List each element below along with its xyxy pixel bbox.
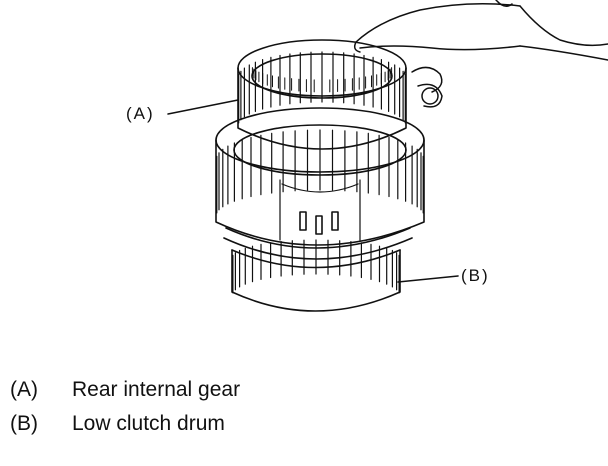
gear-assembly-illustration — [167, 0, 608, 312]
rear-internal-gear — [237, 39, 407, 150]
clutch-housing — [215, 107, 425, 246]
leader-line-a — [167, 99, 239, 115]
hand-illustration — [353, 0, 608, 108]
legend-item-a: (A) Rear internal gear — [10, 378, 240, 402]
low-clutch-drum — [223, 227, 413, 312]
legend-key-b: (B) — [10, 412, 38, 435]
leader-line-b — [397, 275, 459, 283]
callout-label-b: (B) — [461, 266, 490, 285]
callout-label-a: (A) — [126, 104, 155, 123]
legend-label-a: Rear internal gear — [72, 378, 241, 401]
legend-item-b: (B) Low clutch drum — [10, 412, 225, 436]
legend-key-a: (A) — [10, 378, 38, 401]
legend-label-b: Low clutch drum — [72, 412, 225, 435]
